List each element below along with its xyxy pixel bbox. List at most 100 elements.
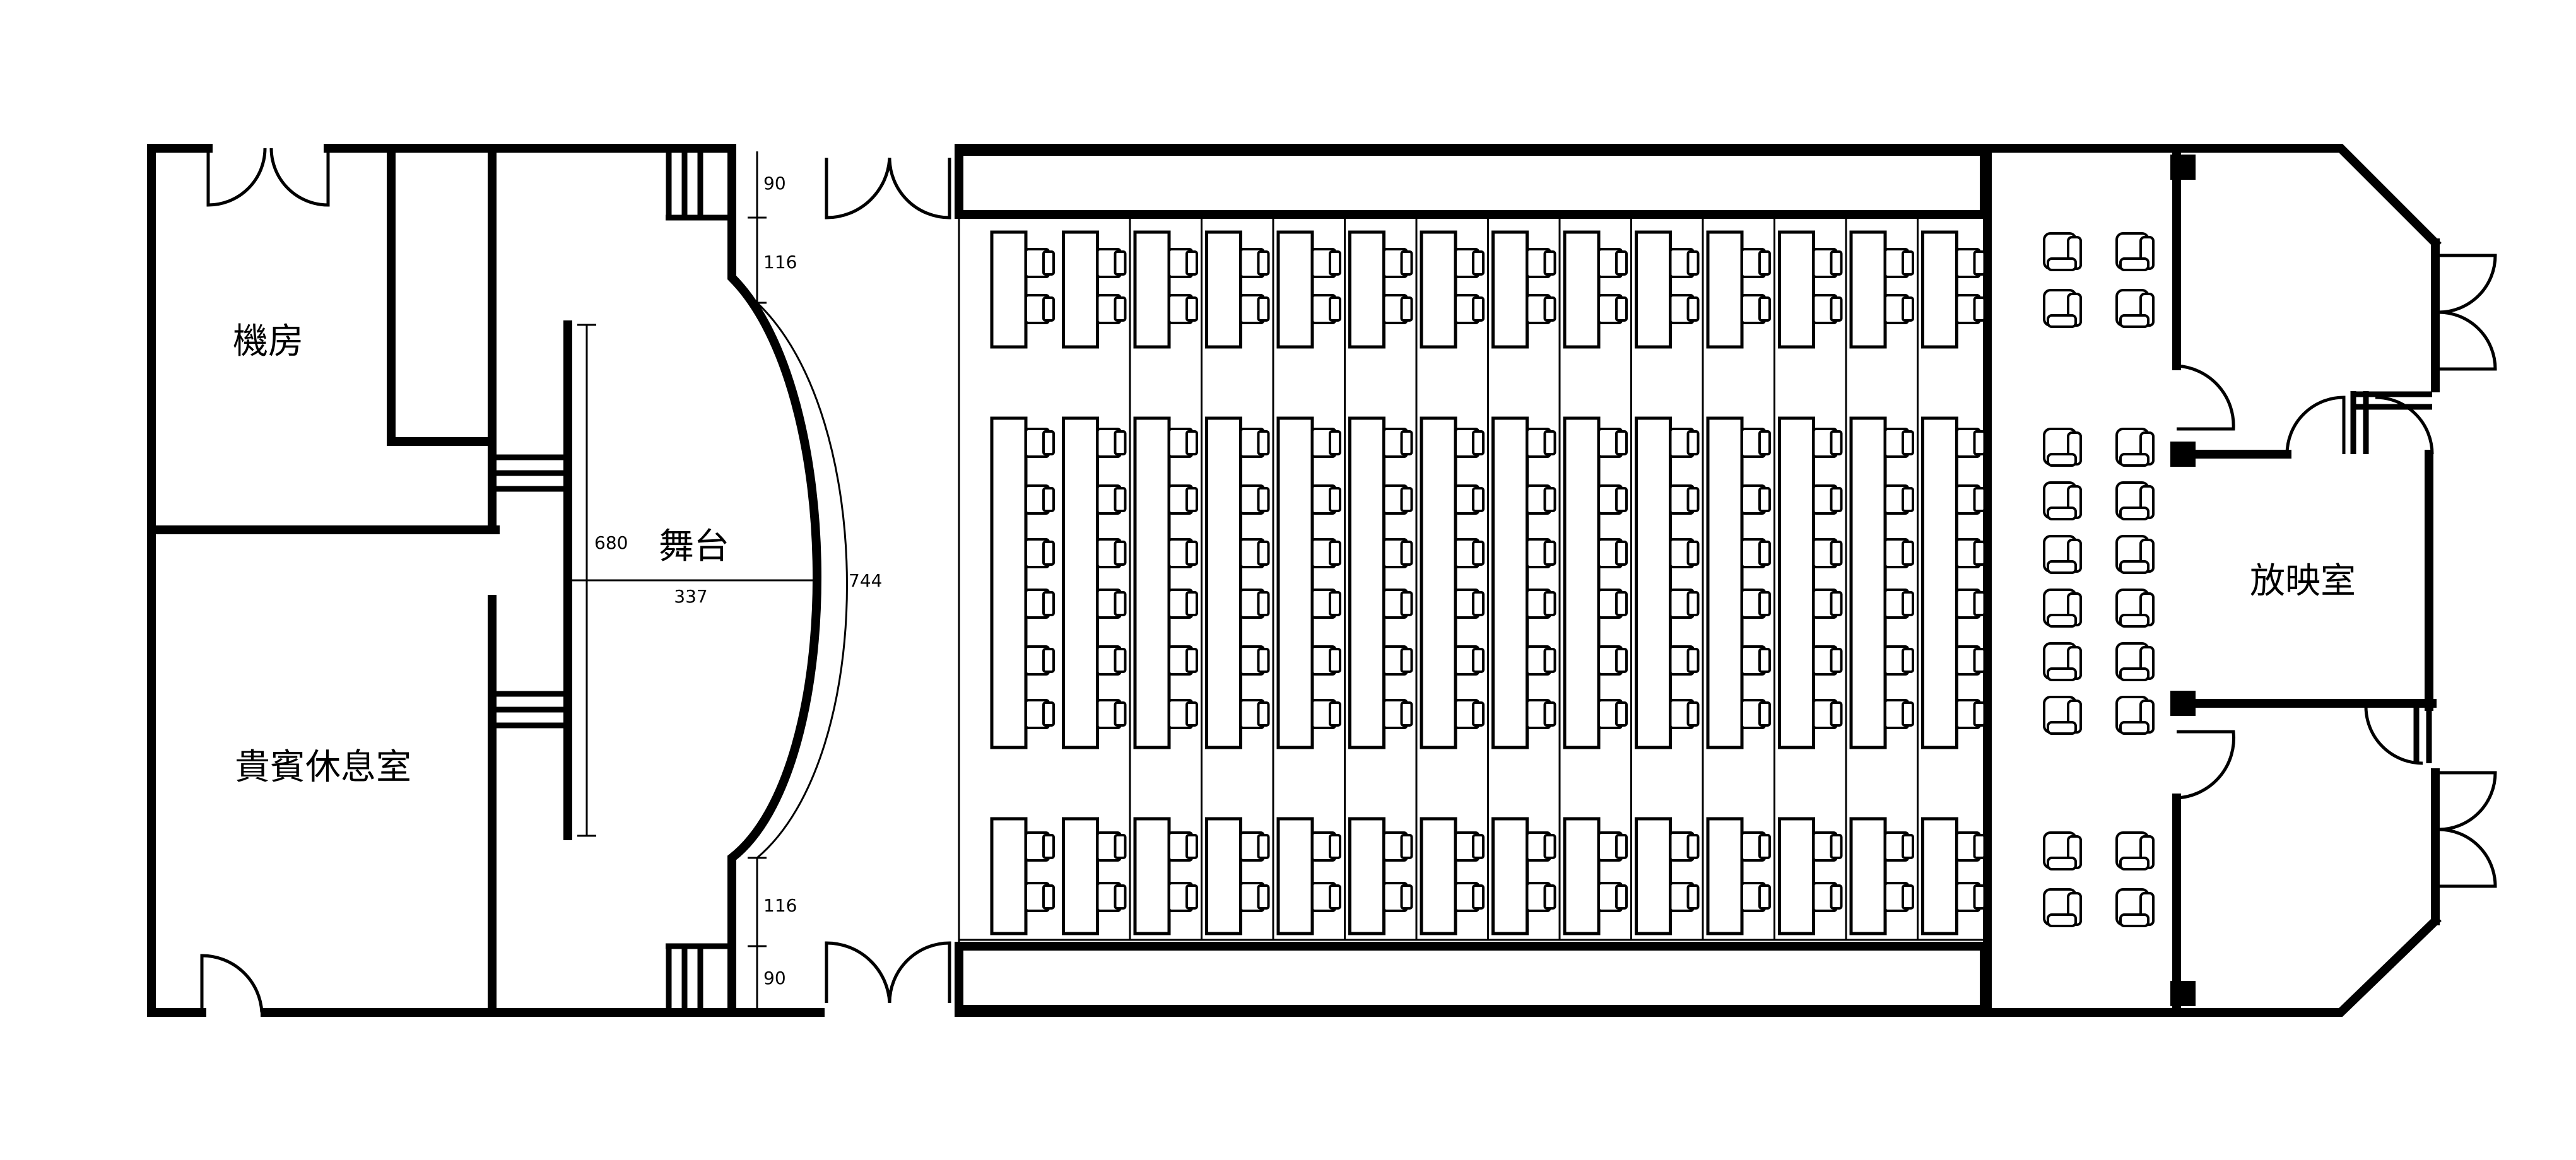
chair-icon bbox=[1454, 484, 1485, 515]
chair-icon bbox=[1168, 882, 1198, 912]
chair-icon bbox=[1239, 484, 1270, 515]
chair-icon bbox=[1168, 484, 1198, 515]
chair-icon bbox=[1812, 484, 1843, 515]
desk bbox=[1276, 416, 1314, 749]
chair-icon bbox=[1741, 831, 1771, 862]
chair-icon bbox=[1812, 645, 1843, 676]
chair-icon bbox=[1669, 831, 1700, 862]
armchair-icon bbox=[2043, 289, 2082, 328]
chair-icon bbox=[1311, 831, 1341, 862]
chair-icon bbox=[1239, 294, 1270, 324]
armchair-icon bbox=[2115, 535, 2155, 574]
desk bbox=[1849, 817, 1887, 935]
armchair-icon bbox=[2043, 642, 2082, 681]
chair-icon bbox=[1955, 645, 1986, 676]
dim-top-apron: 116 bbox=[763, 252, 797, 272]
desk bbox=[1133, 416, 1171, 749]
desk bbox=[1921, 230, 1958, 349]
projection-room-walls bbox=[2170, 144, 2440, 1017]
chair-icon bbox=[1812, 538, 1843, 568]
desk bbox=[1635, 817, 1672, 935]
chair-icon bbox=[1096, 589, 1127, 619]
chair-icon bbox=[1311, 882, 1341, 912]
dim-stage-height: 680 bbox=[594, 532, 628, 553]
desk-column bbox=[1062, 230, 1127, 935]
chair-icon bbox=[1025, 538, 1055, 568]
desk bbox=[1062, 817, 1099, 935]
chair-icon bbox=[1239, 645, 1270, 676]
chair-icon bbox=[1597, 248, 1628, 278]
machine-room-label: 機房 bbox=[233, 321, 303, 362]
desk bbox=[1420, 416, 1457, 749]
chair-icon bbox=[1884, 294, 1914, 324]
chair-icon bbox=[1454, 248, 1485, 278]
chair-icon bbox=[1741, 645, 1771, 676]
chair-icon bbox=[1311, 248, 1341, 278]
desk bbox=[1563, 416, 1601, 749]
chair-icon bbox=[1884, 831, 1914, 862]
left-block-walls bbox=[147, 144, 825, 1017]
desk-column bbox=[1630, 218, 1700, 940]
chair-icon bbox=[1526, 484, 1556, 515]
chair-icon bbox=[1025, 248, 1055, 278]
chair-icon bbox=[1382, 538, 1413, 568]
chair-icon bbox=[1526, 645, 1556, 676]
chair-icon bbox=[1454, 428, 1485, 458]
projection-doors bbox=[2176, 254, 2497, 888]
desk bbox=[990, 230, 1028, 349]
desk bbox=[1276, 817, 1314, 935]
chair-icon bbox=[1955, 484, 1986, 515]
desk-column bbox=[1845, 218, 1914, 940]
chair-icon bbox=[1382, 699, 1413, 729]
chair-icon bbox=[1382, 589, 1413, 619]
chair-icon bbox=[1454, 699, 1485, 729]
chair-icon bbox=[1025, 484, 1055, 515]
armchair-icon bbox=[2043, 831, 2082, 870]
chair-icon bbox=[1955, 248, 1986, 278]
desk bbox=[990, 416, 1028, 749]
chair-icon bbox=[1454, 645, 1485, 676]
desk bbox=[1062, 416, 1099, 749]
chair-icon bbox=[1884, 484, 1914, 515]
chair-icon bbox=[1168, 699, 1198, 729]
chair-icon bbox=[1597, 294, 1628, 324]
chair-icon bbox=[1311, 428, 1341, 458]
desk-column bbox=[1558, 218, 1628, 940]
chair-icon bbox=[1884, 428, 1914, 458]
chair-icon bbox=[1454, 294, 1485, 324]
chair-icon bbox=[1382, 428, 1413, 458]
chair-icon bbox=[1812, 294, 1843, 324]
chair-icon bbox=[1526, 882, 1556, 912]
armchair-icon bbox=[2115, 589, 2155, 628]
armchair-icon bbox=[2115, 232, 2155, 271]
seating-area bbox=[990, 218, 1986, 940]
desk-column bbox=[1487, 218, 1556, 940]
desk-column bbox=[1773, 218, 1843, 940]
chair-icon bbox=[1669, 248, 1700, 278]
desk-column bbox=[1415, 218, 1485, 940]
chair-icon bbox=[1741, 484, 1771, 515]
chair-icon bbox=[1096, 248, 1127, 278]
chair-icon bbox=[1955, 589, 1986, 619]
chair-icon bbox=[1669, 589, 1700, 619]
chair-icon bbox=[1168, 831, 1198, 862]
projection-room-label: 放映室 bbox=[2250, 561, 2356, 602]
desk-column bbox=[1702, 218, 1771, 940]
desk-column bbox=[990, 230, 1055, 935]
chair-icon bbox=[1597, 538, 1628, 568]
chair-icon bbox=[1168, 248, 1198, 278]
chair-icon bbox=[1382, 831, 1413, 862]
desk-column bbox=[1272, 218, 1341, 940]
chair-icon bbox=[1669, 645, 1700, 676]
chair-icon bbox=[1597, 699, 1628, 729]
chair-icon bbox=[1669, 882, 1700, 912]
chair-icon bbox=[1025, 589, 1055, 619]
desk bbox=[1133, 817, 1171, 935]
desk bbox=[1420, 230, 1457, 349]
rear-seating bbox=[2043, 232, 2155, 927]
chair-icon bbox=[1741, 589, 1771, 619]
chair-icon bbox=[1812, 882, 1843, 912]
desk bbox=[1921, 817, 1958, 935]
desk bbox=[1849, 230, 1887, 349]
desk bbox=[1706, 230, 1744, 349]
